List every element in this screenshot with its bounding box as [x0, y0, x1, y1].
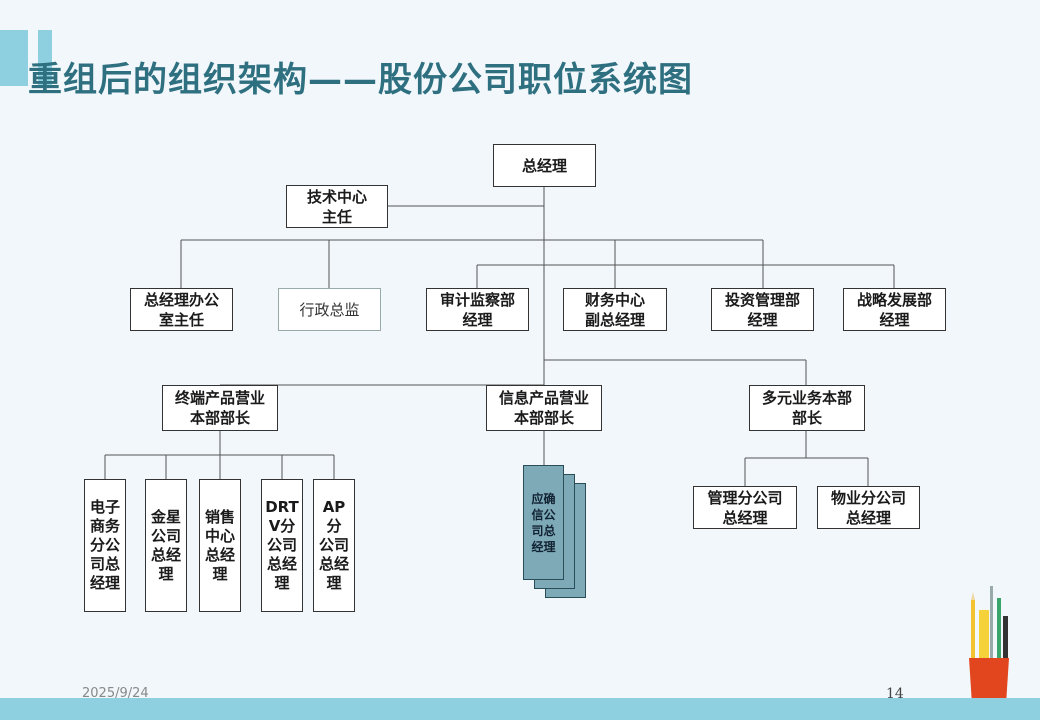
- node-sales-center-gm: 销售 中心 总经 理: [199, 479, 241, 612]
- page-title: 重组后的组织架构——股份公司职位系统图: [28, 60, 693, 100]
- node-admin-director: 行政总监: [278, 288, 381, 331]
- node-strategy-manager: 战略发展部 经理: [843, 288, 946, 331]
- node-management-branch-gm: 管理分公司 总经理: [693, 486, 797, 529]
- node-jinxing-gm: 金星 公司 总经 理: [145, 479, 187, 612]
- node-property-branch-gm: 物业分公司 总经理: [817, 486, 920, 529]
- node-office-director: 总经理办公 室主任: [130, 288, 233, 331]
- node-investment-manager: 投资管理部 经理: [711, 288, 814, 331]
- node-ap-gm: AP分 公司 总经 理: [313, 479, 355, 612]
- page-number: 14: [886, 686, 904, 702]
- node-ecommerce-gm: 电子 商务 分公 司总 经理: [84, 479, 126, 612]
- footer-bar: [0, 698, 1040, 720]
- title-accent-bar-thin: [38, 30, 52, 86]
- node-multi-division: 多元业务本部 部长: [749, 385, 865, 431]
- title-accent-bar: [0, 30, 28, 86]
- node-audit-manager: 审计监察部 经理: [426, 288, 529, 331]
- node-tech-center: 技术中心 主任: [286, 185, 388, 228]
- footer-date: 2025/9/24: [82, 686, 149, 701]
- node-drtv-gm: DRT V分 公司 总经 理: [261, 479, 303, 612]
- node-terminal-division: 终端产品营业 本部部长: [162, 385, 278, 431]
- node-yingquexin-gm: 应确 信公 司总 经理: [523, 465, 564, 580]
- node-ceo: 总经理: [493, 144, 596, 187]
- node-finance-manager: 财务中心 副总经理: [563, 288, 667, 331]
- node-info-division: 信息产品营业 本部部长: [486, 385, 602, 431]
